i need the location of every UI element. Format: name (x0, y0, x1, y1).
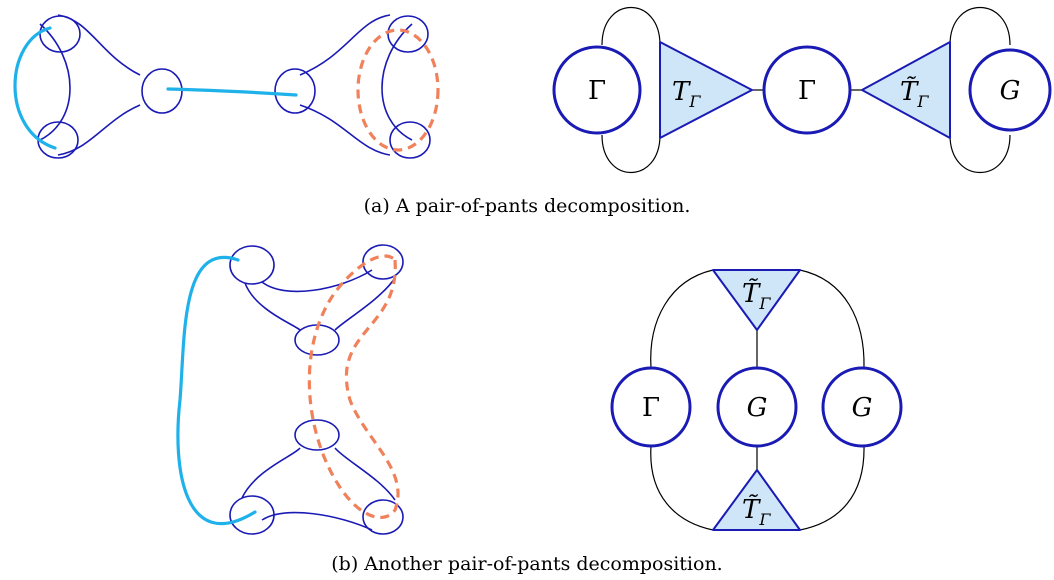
right-pants-cuff-bottom (389, 121, 431, 159)
surface-a (13, 14, 440, 159)
right-pants-outline (299, 14, 413, 156)
graph-b-tensor-bottom (712, 469, 801, 531)
left-pants-cuff-top (39, 15, 81, 53)
bottom-pants-cuff-left (229, 495, 275, 535)
graph-b-node-g-right (821, 366, 903, 448)
curve-a-dashed (356, 28, 440, 152)
graph-a: Γ TΓ Γ T̃Γ G (552, 7, 1052, 173)
right-pants-cuff-top (387, 15, 429, 53)
right-pants-waist (274, 68, 316, 114)
graph-b-outer-right-top (799, 269, 865, 369)
graph-b-outer-left-top (650, 269, 714, 369)
bottom-pants-waist (294, 419, 340, 451)
graph-b-tensor-bottom-label: T̃Γ (742, 494, 771, 529)
graph-b-tensor-top (712, 269, 801, 331)
graph-a-node-gamma-2-label: Γ (798, 76, 816, 106)
curve-a-connector (166, 87, 298, 97)
surface-b (176, 244, 404, 535)
left-pants-outline (39, 14, 141, 156)
graph-a-node-gamma-1-label: Γ (588, 76, 606, 106)
curve-a-left-arc (13, 26, 57, 150)
top-pants-cuff-right (362, 244, 404, 280)
graph-a-tensor-1 (659, 41, 753, 139)
graph-b-node-gamma (610, 366, 692, 448)
graph-b-node-g-right-label: G (852, 393, 873, 423)
graph-a-node-gamma-2 (762, 45, 852, 135)
graph-a-tensor-2-label: T̃Γ (900, 76, 929, 111)
graph-a-node-g-label: G (1000, 76, 1021, 106)
curve-b-left (176, 255, 257, 526)
graph-a-loop-right (949, 7, 1011, 173)
bottom-pants-cuff-right (362, 499, 404, 535)
graph-b: T̃Γ Γ G G T̃Γ (610, 269, 903, 531)
graph-b-node-g-mid (716, 366, 798, 448)
top-pants-cuff-left (229, 245, 275, 285)
graph-a-node-g (968, 48, 1052, 132)
left-pants-cuff-bottom (37, 121, 79, 159)
graph-b-node-g-mid-label: G (747, 393, 768, 423)
caption-a: (a) A pair-of-pants decomposition. (364, 195, 691, 217)
curve-b-dashed (307, 254, 400, 519)
caption-b: (b) Another pair-of-pants decomposition. (331, 553, 722, 575)
top-pants-outline (244, 269, 396, 331)
graph-a-tensor-2 (861, 41, 951, 139)
graph-b-outer-left-bottom (650, 445, 714, 531)
graph-a-node-gamma-1 (552, 45, 642, 135)
graph-b-node-gamma-label: Γ (642, 393, 660, 423)
left-pants-waist (141, 68, 183, 114)
bottom-pants-outline (241, 447, 396, 531)
graph-b-outer-right-bottom (799, 445, 865, 531)
graph-a-loop-left (601, 7, 661, 173)
graph-a-tensor-1-label: TΓ (672, 77, 701, 111)
graph-b-tensor-top-label: T̃Γ (742, 278, 771, 313)
